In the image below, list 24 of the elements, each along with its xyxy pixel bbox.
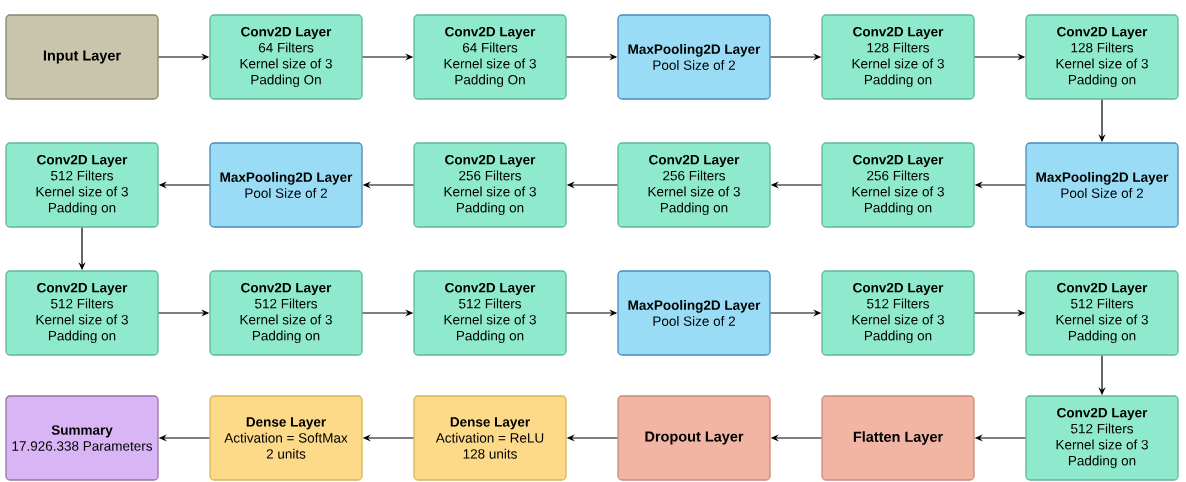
layer-box: Conv2D Layer 128 Filters Kernel size of 3 Padding on bbox=[1025, 14, 1179, 100]
layer-box: Conv2D Layer 256 Filters Kernel size of 3 Padding on bbox=[413, 142, 567, 228]
layer-box: Conv2D Layer 64 Filters Kernel size of 3 Padding On bbox=[413, 14, 567, 100]
layer-box: Conv2D Layer 512 Filters Kernel size of 3 Padding on bbox=[209, 270, 363, 356]
layer-box: Conv2D Layer 512 Filters Kernel size of 3 Padding on bbox=[1025, 270, 1179, 356]
layer-box: Conv2D Layer 512 Filters Kernel size of 3 Padding on bbox=[821, 270, 975, 356]
layer-box: Conv2D Layer 128 Filters Kernel size of 3 Padding on bbox=[821, 14, 975, 100]
layer-box: MaxPooling2D Layer Pool Size of 2 bbox=[617, 270, 771, 356]
layer-box: Conv2D Layer 256 Filters Kernel size of 3 Padding on bbox=[821, 142, 975, 228]
layer-box: Conv2D Layer 512 Filters Kernel size of 3 Padding on bbox=[1025, 395, 1179, 481]
layer-box: Flatten Layer bbox=[821, 395, 975, 481]
layer-box: MaxPooling2D Layer Pool Size of 2 bbox=[1025, 142, 1179, 228]
layer-box: Conv2D Layer 256 Filters Kernel size of 3 Padding on bbox=[617, 142, 771, 228]
layer-box: MaxPooling2D Layer Pool Size of 2 bbox=[617, 14, 771, 100]
layer-box: Input Layer bbox=[5, 14, 159, 100]
layer-box: Summary 17.926.338 Parameters bbox=[5, 395, 159, 481]
layer-box: Conv2D Layer 512 Filters Kernel size of 3 Padding on bbox=[413, 270, 567, 356]
layer-box: Conv2D Layer 512 Filters Kernel size of 3 Padding on bbox=[5, 142, 159, 228]
layer-box: Dense Layer Activation = SoftMax 2 units bbox=[209, 395, 363, 481]
layer-box: MaxPooling2D Layer Pool Size of 2 bbox=[209, 142, 363, 228]
layer-box: Conv2D Layer 512 Filters Kernel size of 3 Padding on bbox=[5, 270, 159, 356]
layer-box: Conv2D Layer 64 Filters Kernel size of 3 Padding On bbox=[209, 14, 363, 100]
layer-box: Dropout Layer bbox=[617, 395, 771, 481]
layer-box: Dense Layer Activation = ReLU 128 units bbox=[413, 395, 567, 481]
